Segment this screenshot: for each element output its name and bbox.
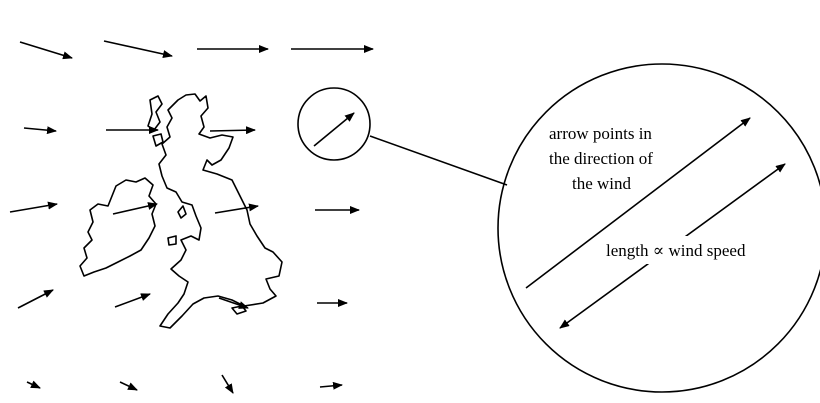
wind-arrow: [112, 202, 158, 215]
wind-arrow: [218, 297, 249, 309]
direction-label-line1: arrow points in: [549, 124, 652, 143]
wind-arrow: [221, 374, 234, 394]
wind-arrow-field: [9, 40, 374, 394]
large-legend-circle: [497, 63, 820, 393]
wind-arrow: [26, 380, 41, 389]
anglesey-outline: [167, 235, 177, 246]
speed-label-backdrop: [603, 236, 789, 264]
island-outline: [152, 133, 164, 147]
wind-arrow: [319, 381, 343, 390]
wind-arrow: [209, 126, 256, 135]
magnified-legend: [497, 63, 820, 393]
wind-arrow: [17, 289, 54, 309]
sample-arrow-callout: [297, 87, 508, 186]
wind-arrow: [114, 293, 151, 308]
wind-arrow: [23, 126, 57, 135]
wind-arrow: [9, 201, 58, 213]
speed-label: length ∝ wind speed: [606, 241, 746, 260]
direction-label-line3: the wind: [572, 174, 632, 193]
isle-of-man-outline: [177, 205, 187, 219]
small-callout-circle: [297, 87, 371, 161]
ireland-outline: [79, 177, 157, 277]
wind-arrow: [214, 203, 259, 214]
hebrides-outline: [147, 95, 163, 131]
british-isles-map: [79, 93, 283, 329]
direction-label-line2: the direction of: [549, 149, 653, 168]
wind-arrow: [103, 40, 173, 58]
great-britain-outline: [158, 93, 283, 329]
wind-arrow: [119, 381, 138, 391]
callout-connector-line: [369, 135, 508, 186]
wind-arrow: [19, 41, 73, 60]
sample-wind-arrow: [313, 112, 355, 147]
